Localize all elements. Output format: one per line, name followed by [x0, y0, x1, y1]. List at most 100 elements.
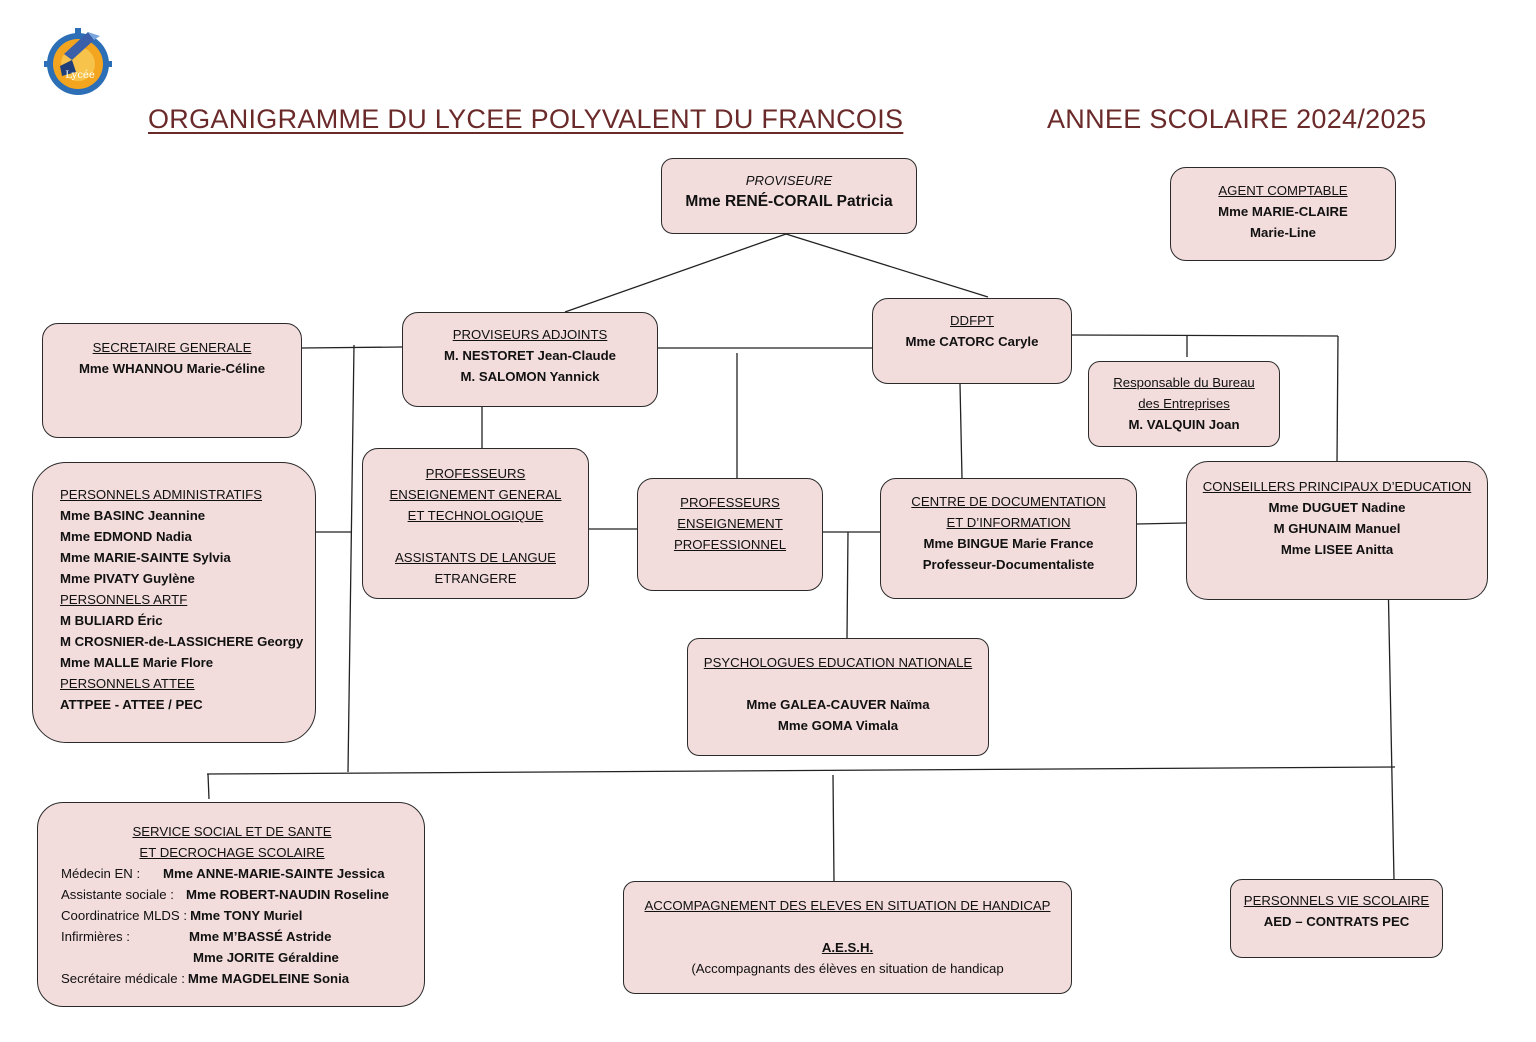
- social-row: Coordinatrice MLDS :Mme TONY Muriel: [61, 905, 424, 926]
- admin-staff-name: Mme MARIE-SAINTE Sylvia: [60, 550, 231, 565]
- connector: [564, 233, 787, 313]
- assistants-langue-line-1: ASSISTANTS DE LANGUE: [395, 550, 556, 565]
- bureau-role-2: des Entreprises: [1138, 396, 1230, 411]
- admin-staff-name: M BULIARD Éric: [60, 613, 163, 628]
- psy-spacer: [688, 673, 988, 694]
- social-row: Assistante sociale : Mme ROBERT-NAUDIN Ro…: [61, 884, 424, 905]
- connector: [832, 774, 835, 883]
- connector: [1387, 573, 1395, 881]
- ddfpt-box: DDFPT Mme CATORC Caryle: [872, 298, 1072, 384]
- admin-staff-name: M CROSNIER-de-LASSICHERE Georgy: [60, 634, 304, 649]
- page-title: ORGANIGRAMME DU LYCEE POLYVALENT DU FRAN…: [148, 104, 904, 134]
- vie-scolaire-name: AED – CONTRATS PEC: [1263, 914, 1410, 929]
- aesh-spacer: [624, 916, 1071, 937]
- bureau-role-1: Responsable du Bureau: [1113, 375, 1255, 390]
- social-row-name: Mme MAGDELEINE Sonia: [187, 971, 350, 986]
- prof-general-line-3: ET TECHNOLOGIQUE: [407, 508, 544, 523]
- school-year-title: ANNEE SCOLAIRE 2024/2025: [1047, 104, 1427, 134]
- psy-role: PSYCHOLOGUES EDUCATION NATIONALE: [703, 655, 973, 670]
- prof-pro-line-3: PROFESSIONNEL: [673, 537, 787, 552]
- connector: [959, 383, 963, 479]
- admin-staff-name: ATTPEE - ATTEE / PEC: [60, 697, 203, 712]
- school-logo-icon: Lycée: [44, 28, 112, 95]
- adjoints-role: PROVISEURS ADJOINTS: [452, 327, 608, 342]
- assistants-langue-line-2: ETRANGERE: [434, 571, 517, 586]
- connector: [347, 344, 355, 773]
- aesh-role: ACCOMPAGNEMENT DES ELEVES EN SITUATION D…: [644, 898, 1051, 913]
- social-row: Infirmières : Mme M’BASSÉ Astride: [61, 926, 424, 947]
- connector: [1135, 522, 1187, 525]
- adjoint-name-2: M. SALOMON Yannick: [460, 369, 600, 384]
- cpe-name-1: Mme DUGUET Nadine: [1268, 500, 1406, 515]
- social-title-2: ET DECROCHAGE SCOLAIRE: [139, 845, 325, 860]
- social-row-name: Mme M’BASSÉ Astride: [189, 929, 332, 944]
- social-row: Mme JORITE Géraldine: [61, 947, 424, 968]
- social-row-name: Mme ROBERT-NAUDIN Roseline: [186, 887, 389, 902]
- cdi-box: CENTRE DE DOCUMENTATION ET D’INFORMATION…: [880, 478, 1137, 599]
- social-row-label: Coordinatrice MLDS :: [61, 908, 188, 923]
- cpe-box: CONSEILLERS PRINCIPAUX D’EDUCATION Mme D…: [1186, 461, 1488, 600]
- cdi-role: Professeur-Documentaliste: [922, 557, 1095, 572]
- social-row-label: Médecin EN :: [61, 866, 141, 881]
- social-title-1: SERVICE SOCIAL ET DE SANTE: [132, 824, 332, 839]
- social-row-label: Infirmières :: [61, 929, 130, 944]
- cdi-name: Mme BINGUE Marie France: [923, 536, 1094, 551]
- connector: [1069, 334, 1339, 337]
- connector: [846, 531, 849, 639]
- aesh-box: ACCOMPAGNEMENT DES ELEVES EN SITUATION D…: [623, 881, 1072, 994]
- admin-section-heading: PERSONNELS ARTF: [60, 592, 188, 607]
- prof-general-line-1: PROFESSEURS: [425, 466, 526, 481]
- agent-comptable-name-1: Mme MARIE-CLAIRE: [1218, 204, 1348, 219]
- cpe-role: CONSEILLERS PRINCIPAUX D’EDUCATION: [1202, 479, 1472, 494]
- proviseure-name: Mme RENÉ-CORAIL Patricia: [685, 193, 893, 210]
- social-row-label: Secrétaire médicale :: [61, 971, 185, 986]
- prof-pro-line-1: PROFESSEURS: [680, 495, 780, 510]
- aesh-description: (Accompagnants des élèves en situation d…: [691, 961, 1004, 976]
- service-social-box: SERVICE SOCIAL ET DE SANTE ET DECROCHAGE…: [37, 802, 425, 1007]
- ddfpt-name: Mme CATORC Caryle: [905, 334, 1039, 349]
- prof-pro-line-2: ENSEIGNEMENT: [677, 516, 783, 531]
- social-rows: Médecin EN : Mme ANNE-MARIE-SAINTE Jessic…: [61, 863, 424, 989]
- professeurs-general-box: PROFESSEURS ENSEIGNEMENT GENERAL ET TECH…: [362, 448, 589, 599]
- proviseure-role: PROVISEURE: [745, 173, 833, 188]
- admin-staff-name: Mme PIVATY Guylène: [60, 571, 195, 586]
- cdi-line-1: CENTRE DE DOCUMENTATION: [911, 494, 1106, 509]
- vie-scolaire-box: PERSONNELS VIE SCOLAIRE AED – CONTRATS P…: [1230, 879, 1443, 958]
- proviseurs-adjoints-box: PROVISEURS ADJOINTS M. NESTORET Jean-Cla…: [402, 312, 658, 407]
- personnels-administratifs-box: PERSONNELS ADMINISTRATIFS Mme BASINC Jean…: [32, 462, 316, 743]
- secretaire-name: Mme WHANNOU Marie-Céline: [78, 361, 266, 376]
- ddfpt-role: DDFPT: [950, 313, 994, 328]
- agent-comptable-name-2: Marie-Line: [1250, 225, 1316, 240]
- school-logo: Lycée: [42, 26, 114, 98]
- social-row-name: Mme TONY Muriel: [190, 908, 303, 923]
- connector: [301, 346, 404, 349]
- agent-comptable-box: AGENT COMPTABLE Mme MARIE-CLAIRE Marie-L…: [1170, 167, 1396, 261]
- proviseure-box: PROVISEURE Mme RENÉ-CORAIL Patricia: [661, 158, 917, 234]
- professeurs-professionnel-box: PROFESSEURS ENSEIGNEMENT PROFESSIONNEL: [637, 478, 823, 591]
- logo-text: Lycée: [65, 70, 95, 81]
- prof-general-spacer: [363, 526, 588, 547]
- admin-staff-name: Mme EDMOND Nadia: [60, 529, 192, 544]
- agent-comptable-role: AGENT COMPTABLE: [1218, 183, 1348, 198]
- social-row-name: Mme JORITE Géraldine: [193, 950, 339, 965]
- psy-name-1: Mme GALEA-CAUVER Naïma: [746, 697, 930, 712]
- cpe-name-3: Mme LISEE Anitta: [1280, 542, 1394, 557]
- social-row: Médecin EN : Mme ANNE-MARIE-SAINTE Jessic…: [61, 863, 424, 884]
- social-row-name: Mme ANNE-MARIE-SAINTE Jessica: [163, 866, 385, 881]
- connector: [785, 233, 989, 298]
- admin-staff-name: Mme MALLE Marie Flore: [60, 655, 214, 670]
- secretaire-role: SECRETAIRE GENERALE: [92, 340, 252, 355]
- cpe-name-2: M GHUNAIM Manuel: [1273, 521, 1401, 536]
- adjoint-name-1: M. NESTORET Jean-Claude: [444, 348, 616, 363]
- vie-scolaire-role: PERSONNELS VIE SCOLAIRE: [1243, 893, 1430, 908]
- cdi-line-2: ET D’INFORMATION: [946, 515, 1071, 530]
- secretaire-generale-box: SECRETAIRE GENERALE Mme WHANNOU Marie-Cé…: [42, 323, 302, 438]
- admin-section-heading: PERSONNELS ADMINISTRATIFS: [60, 487, 262, 502]
- admin-staff-name: Mme BASINC Jeannine: [60, 508, 206, 523]
- prof-general-line-2: ENSEIGNEMENT GENERAL: [389, 487, 562, 502]
- social-row-label: Assistante sociale :: [61, 887, 174, 902]
- admin-section-heading: PERSONNELS ATTEE: [60, 676, 195, 691]
- psy-name-2: Mme GOMA Vimala: [777, 718, 899, 733]
- connector: [1336, 335, 1339, 463]
